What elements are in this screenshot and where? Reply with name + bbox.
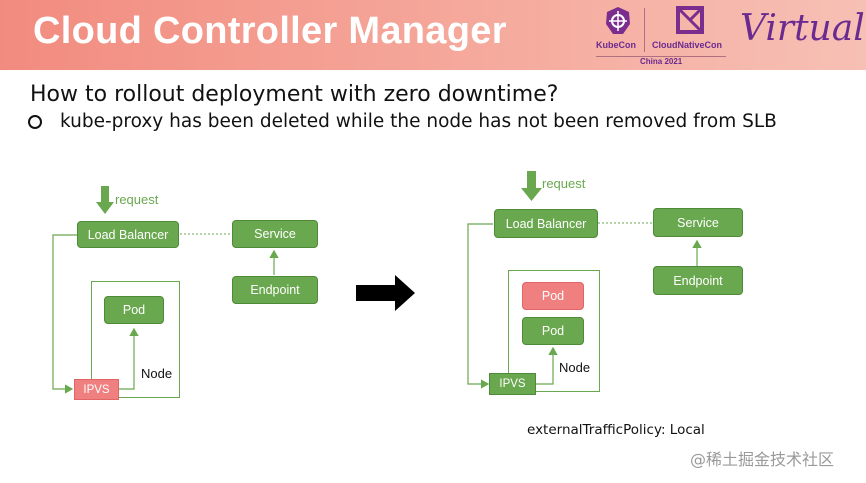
cloudnativecon-logo-icon <box>676 6 704 34</box>
left-load-balancer-box: Load Balancer <box>77 221 179 248</box>
right-request-label: request <box>542 176 586 191</box>
left-pod-box: Pod <box>104 296 164 324</box>
left-ipvs-box: IPVS <box>74 379 119 400</box>
watermark: @稀土掘金技术社区 <box>690 450 835 469</box>
kubecon-logo-icon <box>606 7 630 34</box>
left-service-box: Service <box>232 220 318 248</box>
right-service-box: Service <box>653 208 743 237</box>
right-pod-box: Pod <box>522 317 584 345</box>
right-node-frame <box>508 270 600 392</box>
cloudnativecon-label: CloudNativeCon <box>652 40 723 50</box>
event-label: China 2021 <box>640 57 683 66</box>
right-removed-pod-box: Pod <box>522 282 584 310</box>
traffic-policy-label: externalTrafficPolicy: Local <box>527 422 705 438</box>
bullet-text: kube-proxy has been deleted while the no… <box>60 111 777 132</box>
logo-underline <box>596 56 726 57</box>
bullet-icon <box>28 115 42 129</box>
slide-title: Cloud Controller Manager <box>33 10 507 52</box>
conference-logos: KubeCon CloudNativeCon China 2021 <box>592 4 732 66</box>
right-ipvs-box: IPVS <box>489 373 536 395</box>
question-heading: How to rollout deployment with zero down… <box>30 82 559 107</box>
header-banner <box>0 0 866 70</box>
virtual-label: Virtual <box>740 8 865 49</box>
left-node-frame <box>91 281 180 398</box>
left-node-label: Node <box>141 366 173 381</box>
right-endpoint-box: Endpoint <box>653 266 743 295</box>
left-endpoint-box: Endpoint <box>232 276 318 304</box>
kubecon-label: KubeCon <box>596 40 636 50</box>
right-load-balancer-box: Load Balancer <box>494 209 598 238</box>
left-request-label: request <box>115 192 159 207</box>
right-node-label: Node <box>559 360 591 375</box>
logo-divider <box>644 8 645 52</box>
